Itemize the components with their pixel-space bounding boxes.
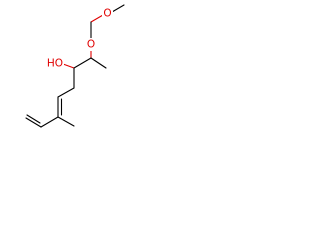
structure-canvas: O O HO — [0, 0, 150, 150]
atom-ether-oxygen-top: O — [102, 7, 113, 20]
bond-c6-to-methyl — [57, 116, 75, 127]
bond-c3-to-hydroxyl — [62, 63, 75, 69]
ether-oxygen-label-top: O — [103, 8, 111, 20]
bond-c7-to-c8 — [25, 117, 42, 128]
ether-oxygen-label-mid: O — [87, 39, 95, 51]
atom-hydroxyl: HO — [46, 57, 64, 70]
bond-oxygen-to-ch2 — [90, 14, 104, 23]
bond-c2-to-methyl — [90, 57, 107, 69]
skeletal-formula: O O HO — [25, 4, 125, 128]
bond-c7-to-c8-second — [26, 114, 41, 124]
hydroxyl-label: HO — [47, 58, 63, 70]
bond-c6-to-c7 — [40, 116, 59, 128]
atom-ether-oxygen-mid: O — [85, 38, 97, 51]
bond-c2-to-c3 — [73, 57, 92, 69]
bond-methyl-to-oxygen — [111, 4, 125, 13]
bond-c4-to-c5 — [57, 87, 75, 98]
